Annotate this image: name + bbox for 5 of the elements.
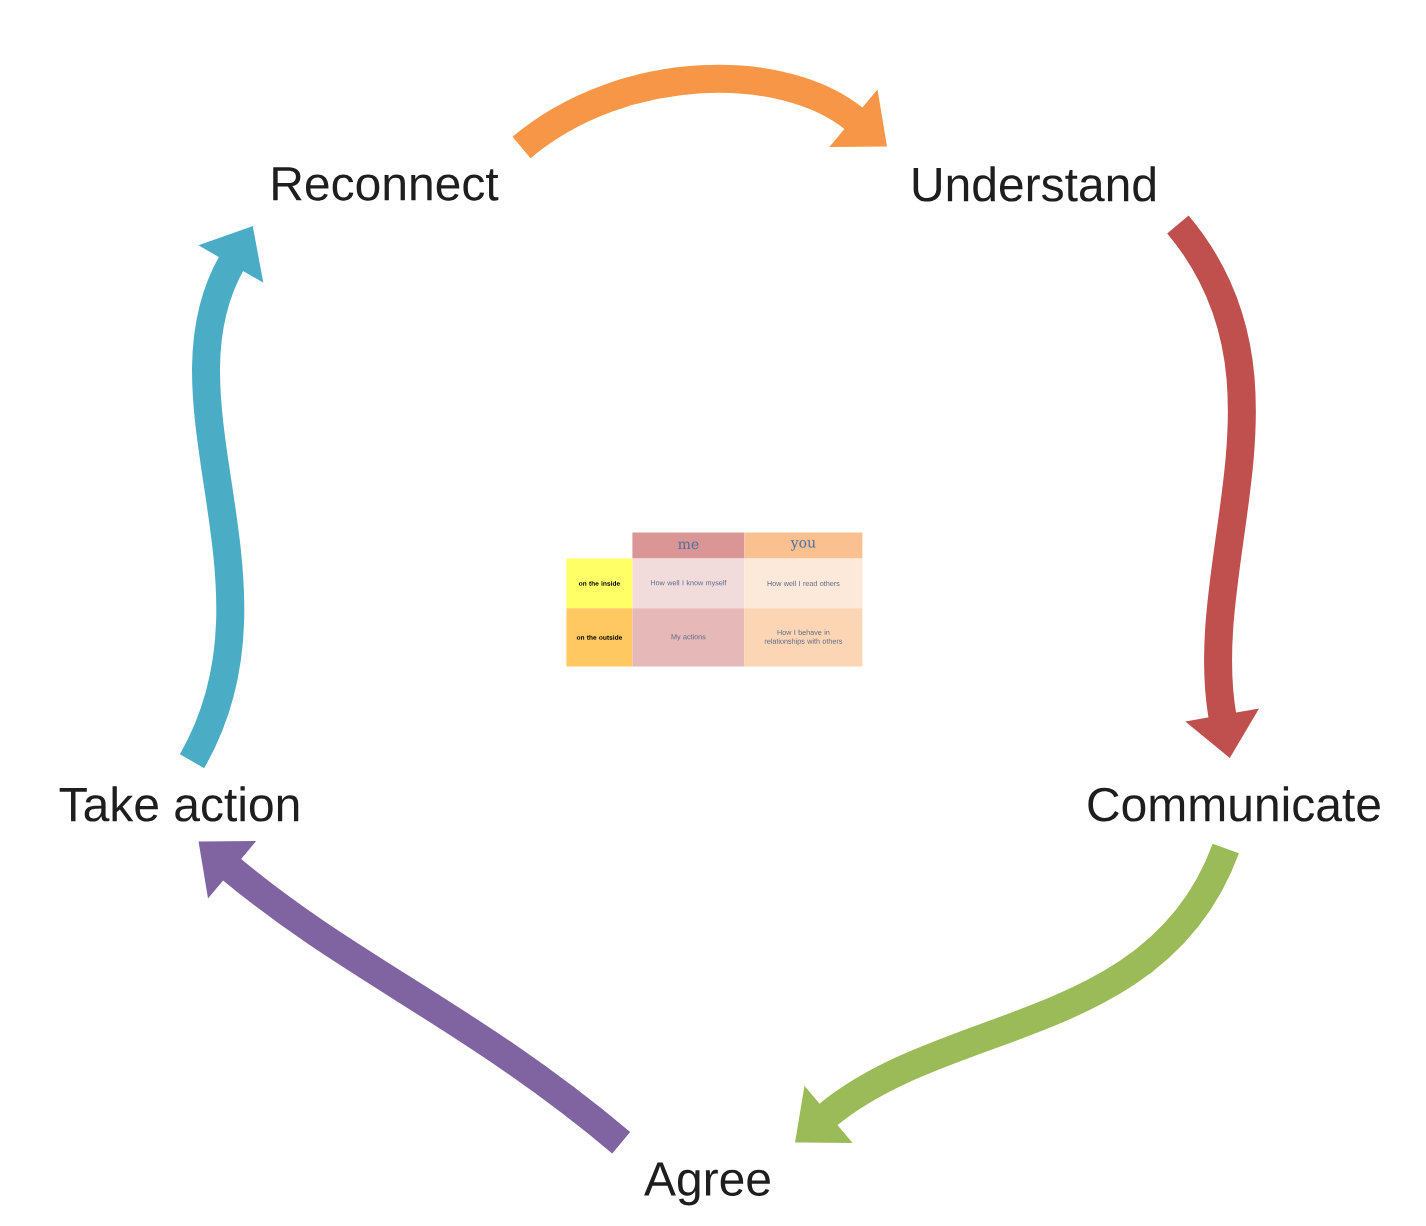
step-label: Reconnect (273, 167, 499, 201)
step-label: Agree (644, 1162, 770, 1206)
step-label: Take action (59, 786, 299, 822)
step-label: Understand (913, 166, 1155, 202)
step-label: Communicate (1088, 786, 1380, 822)
